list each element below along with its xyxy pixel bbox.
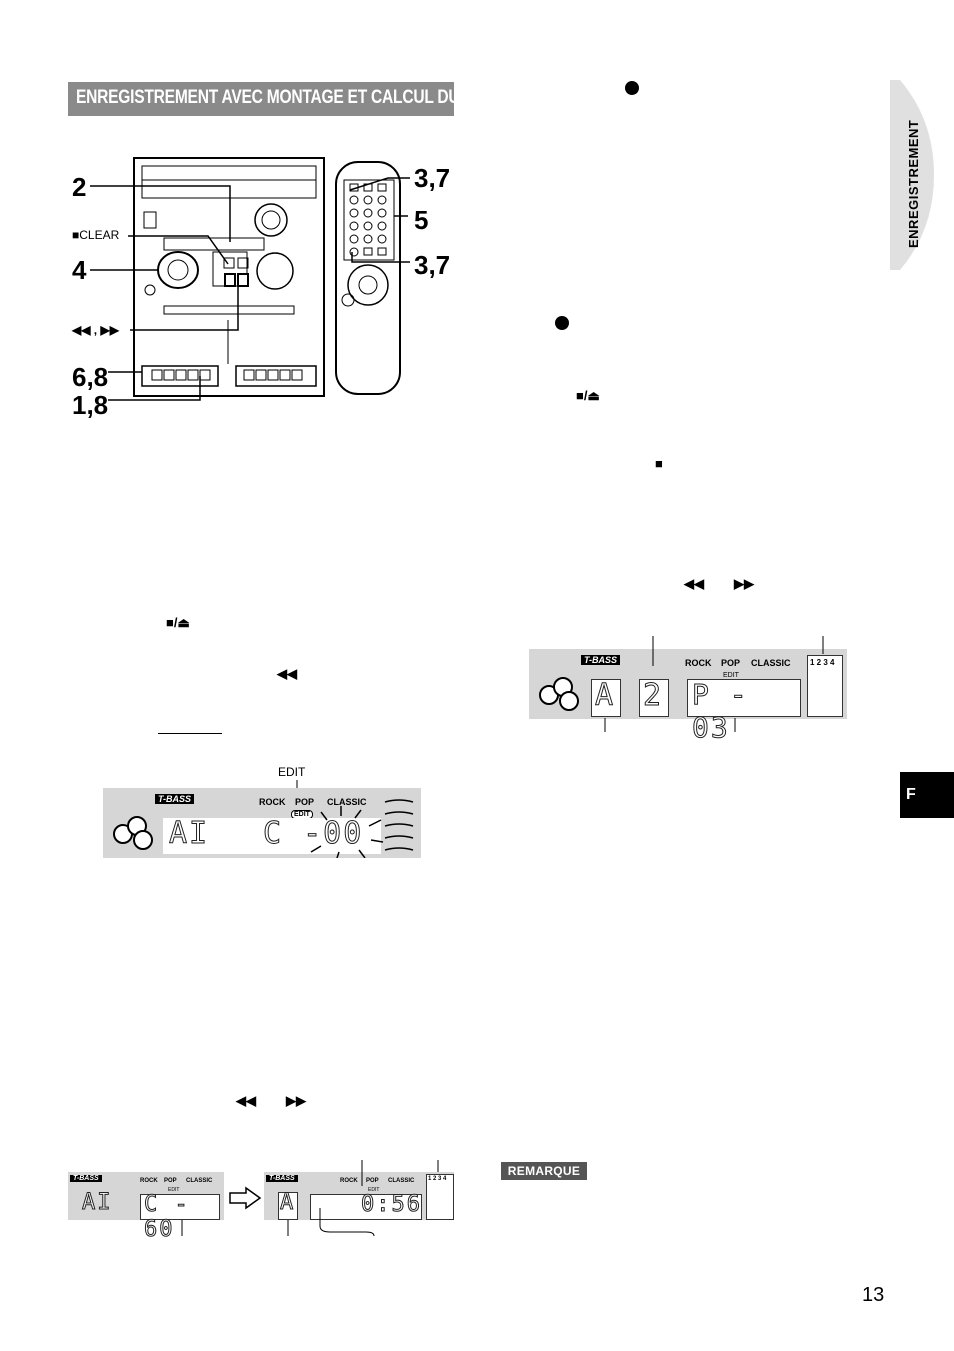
display-edit: T-BASS ROCK POP CLASSIC EDIT AI C -00 (103, 788, 421, 858)
length-segment-box: C - 60 (140, 1192, 220, 1243)
track-segment: 2 (642, 678, 664, 714)
pop-label: POP (295, 797, 315, 807)
rewind-icon: ◀◀ (277, 666, 297, 681)
program-indicator: 1 2 3 4 (810, 658, 835, 667)
tbass-indicator: T-BASS (266, 1175, 298, 1182)
rewind-icon: ◀◀ (236, 1093, 256, 1108)
language-tab-label: F (906, 786, 916, 803)
side-tab-shape (890, 80, 934, 270)
side-segment: A (594, 678, 616, 714)
tape-reels-icon (539, 677, 579, 711)
pop-label: POP (721, 658, 741, 668)
tbass-indicator: T-BASS (70, 1175, 102, 1182)
display-leader-lines (604, 636, 824, 732)
pop-label: POP (164, 1178, 177, 1184)
side-tab: ENREGISTREMENT (890, 80, 934, 270)
callout-1-8: 1,8 (72, 390, 109, 420)
record-dot-icon (625, 81, 639, 95)
tbass-indicator: T-BASS (155, 794, 195, 804)
display-track-program: T-BASS ROCK POP CLASSIC EDIT A 2 P - 03 … (529, 649, 847, 745)
tbass-indicator: T-BASS (581, 655, 621, 665)
rewind-icon: ◀◀ (684, 576, 704, 591)
length-segment: C - 60 (144, 1192, 190, 1243)
blink-rays-icon (310, 806, 384, 858)
program-indicator-box: 1 2 3 4 (807, 655, 843, 717)
callout-4: 4 (72, 255, 87, 285)
callout-2: 2 (72, 172, 87, 202)
time-segment: 0:56 (361, 1192, 422, 1218)
rock-label: ROCK (259, 797, 286, 807)
edit-badge: EDIT (723, 672, 739, 679)
program-indicator: 1 2 3 4 (428, 1176, 447, 1182)
section-title: ENREGISTREMENT AVEC MONTAGE ET CALCUL DU… (76, 87, 516, 108)
clear-label: ■CLEAR (72, 228, 120, 242)
section-title-bar: ENREGISTREMENT AVEC MONTAGE ET CALCUL DU… (68, 82, 516, 116)
side-tab-label: ENREGISTREMENT (906, 119, 921, 248)
stop-eject-icon: ■/⏏ (166, 615, 190, 630)
ffrew-label: ◀◀ , ▶▶ (72, 323, 119, 337)
underline-rule (158, 733, 222, 734)
program-indicator-box: 1 2 3 4 (426, 1174, 454, 1220)
rock-label: ROCK (140, 1178, 158, 1184)
callout-6-8: 6,8 (72, 362, 109, 392)
rock-label: ROCK (340, 1178, 358, 1184)
edit-segment-left: AI (168, 816, 210, 852)
page-number: 13 (862, 1284, 885, 1306)
pop-label: POP (366, 1178, 379, 1184)
rock-label: ROCK (685, 658, 712, 668)
classic-label: CLASSIC (751, 658, 791, 668)
tape-reels-icon (113, 816, 153, 850)
classic-label: CLASSIC (327, 797, 367, 807)
fast-forward-icon: ▶▶ (734, 576, 754, 591)
side-segment: A (279, 1190, 296, 1216)
device-diagram (90, 157, 410, 401)
record-dot-icon (555, 316, 569, 330)
display-remaining-time: T-BASS ROCK POP CLASSIC EDIT A 0:56 1 2 … (264, 1172, 454, 1220)
program-bars-icon (384, 799, 414, 851)
fast-forward-icon: ▶▶ (286, 1093, 306, 1108)
edit-badge: EDIT (368, 1187, 380, 1193)
track-segment-box: 2 (639, 678, 669, 717)
edit-badge: EDIT (168, 1187, 180, 1193)
edit-segment-area: AI C -00 (163, 816, 381, 854)
edit-segment-right: C -00 (262, 816, 364, 852)
stop-eject-icon: ■/⏏ (576, 388, 600, 403)
bottom-leader-lines (181, 1160, 439, 1236)
side-segment-box: A (278, 1190, 298, 1220)
language-tab: F (900, 772, 954, 818)
program-segment-box: P - 03 (687, 678, 801, 745)
edit-callout-label: EDIT (278, 765, 306, 779)
callout-5: 5 (414, 205, 429, 235)
classic-label: CLASSIC (186, 1178, 213, 1184)
remarque-label: REMARQUE (501, 1162, 587, 1180)
callout-3-7-top: 3,7 (414, 163, 451, 193)
display-tape-length: T-BASS ROCK POP CLASSIC EDIT AI C - 60 (68, 1172, 224, 1243)
time-segment-box: 0:56 (310, 1192, 422, 1220)
callout-3-7-bottom: 3,7 (414, 250, 451, 280)
segment-left: AI (82, 1190, 113, 1216)
classic-label: CLASSIC (388, 1178, 415, 1184)
side-segment-box: A (591, 678, 621, 717)
program-segment: P - 03 (692, 678, 749, 745)
stop-icon: ■ (655, 456, 663, 471)
arrow-right-icon (229, 1186, 262, 1210)
